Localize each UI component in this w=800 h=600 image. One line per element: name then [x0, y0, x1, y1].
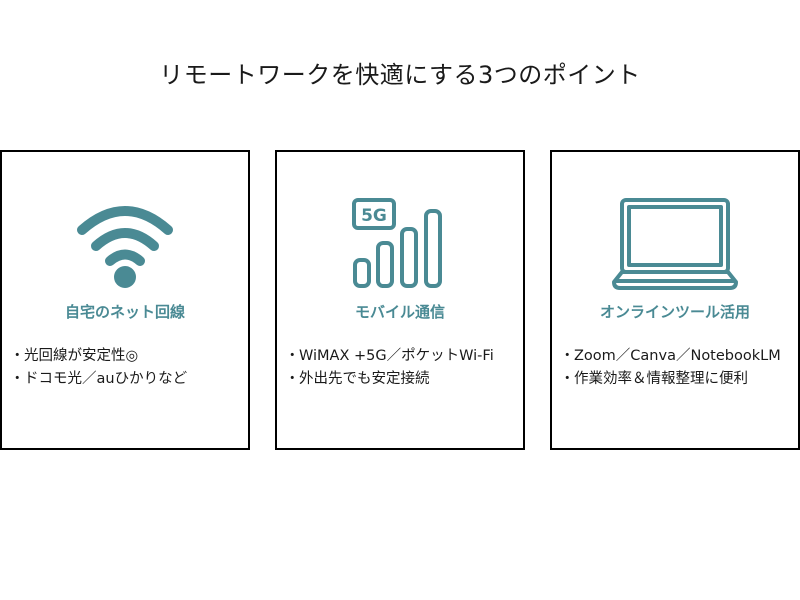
- 5g-label: 5G: [361, 206, 387, 226]
- card-bullet-list: ・Zoom／Canva／NotebookLM ・作業効率＆情報整理に便利: [560, 345, 794, 391]
- card-home-internet: 自宅のネット回線 ・光回線が安定性◎ ・ドコモ光／auひかりなど: [0, 150, 250, 450]
- list-item: ・ドコモ光／auひかりなど: [10, 371, 188, 387]
- card-bullet-list: ・WiMAX +5G／ポケットWi-Fi ・外出先でも安定接続: [285, 345, 519, 391]
- card-online-tools: オンラインツール活用 ・Zoom／Canva／NotebookLM ・作業効率＆…: [550, 150, 800, 450]
- card-mobile-communication: 5G モバイル通信 ・WiMAX +5G／ポケットWi-Fi ・外出先でも安定接…: [275, 150, 525, 450]
- list-item: ・作業効率＆情報整理に便利: [560, 371, 748, 387]
- card-heading: オンラインツール活用: [599, 303, 750, 321]
- list-item: ・外出先でも安定接続: [285, 371, 430, 387]
- card-heading: モバイル通信: [354, 303, 445, 321]
- list-item: ・Zoom／Canva／NotebookLM: [560, 348, 781, 364]
- signal-5g-icon: 5G: [277, 196, 523, 292]
- wifi-icon: [2, 196, 248, 292]
- laptop-icon: [552, 196, 798, 292]
- card-heading: 自宅のネット回線: [64, 303, 185, 321]
- list-item: ・光回線が安定性◎: [10, 348, 139, 364]
- card-bullet-list: ・光回線が安定性◎ ・ドコモ光／auひかりなど: [10, 345, 244, 391]
- page-title: リモートワークを快適にする3つのポイント: [159, 61, 641, 89]
- list-item: ・WiMAX +5G／ポケットWi-Fi: [285, 348, 494, 364]
